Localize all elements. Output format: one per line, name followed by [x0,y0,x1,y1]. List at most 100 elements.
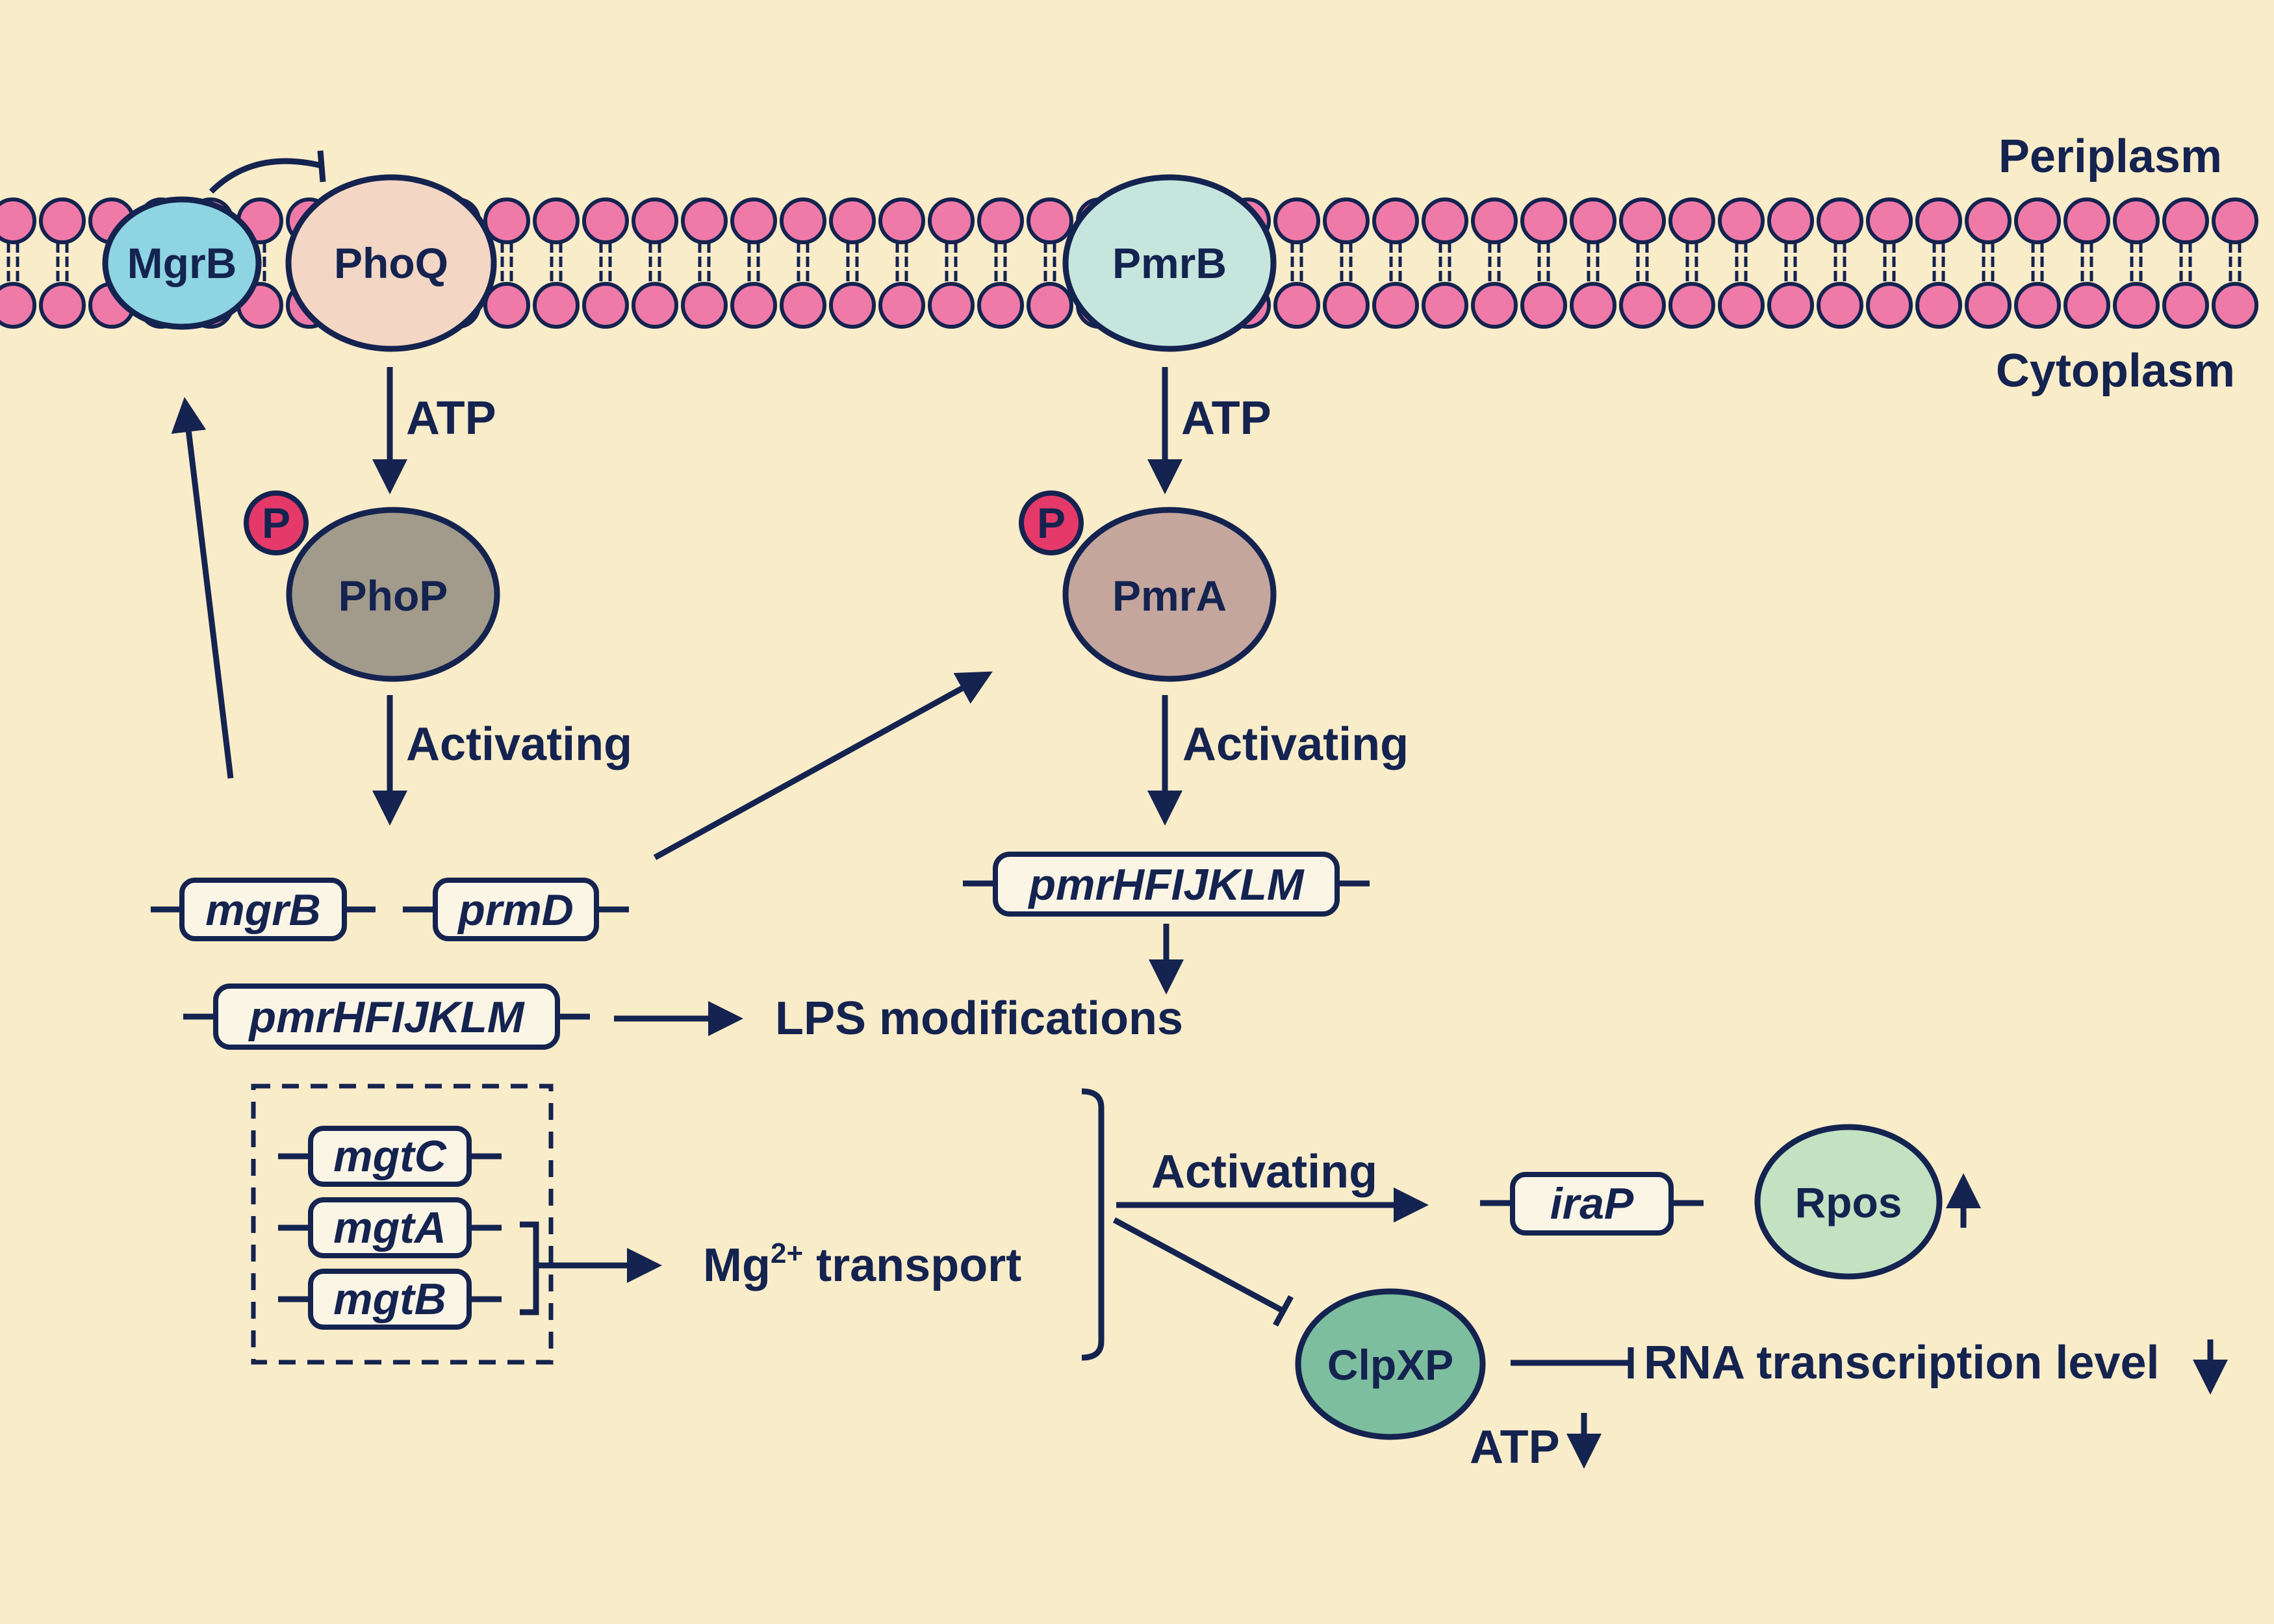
lipid-head [780,282,826,329]
clpxp-label: ClpXP [1327,1341,1453,1389]
lipid-head [681,197,728,244]
lipid-head [829,197,876,244]
lipid-head [1520,197,1567,244]
gene-mgtc: mgtC [278,1126,502,1187]
lipid-head [1570,282,1616,329]
lipid-head [1422,197,1468,244]
pmra-label: PmrA [1112,572,1227,620]
lipid-head [0,197,36,244]
lipid-head [1570,197,1616,244]
clpxp-protein: ClpXP [1295,1288,1486,1440]
lipid-head [878,282,925,329]
lipid-head [1520,282,1567,329]
lipid-head [1372,282,1419,329]
lipid-head [2113,282,2160,329]
lipid-head [928,282,975,329]
pmr-left-gene-label: pmrHFIJKLM [248,993,524,1042]
rna-transcription-label: RNA transcription level [1644,1337,2160,1389]
pmrb-protein: PmrB [1062,174,1277,352]
pmr-right-gene-label: pmrHFIJKLM [1027,860,1304,909]
lipid-head [928,197,975,244]
lipid-head [977,282,1024,329]
pmra-phosphate: P [1019,490,1084,555]
lipid-head [878,197,925,244]
lipid-head [2063,282,2110,329]
mg-transport-label: Mg2+ transport [703,1237,1021,1291]
lipid-head [39,197,86,244]
lipid-head [1619,282,1666,329]
lipid-head [1471,197,1518,244]
pmra-protein: PmrA [1062,507,1277,682]
clpxp-inhibition-line [1112,1217,1285,1313]
lipid-head [1965,197,2012,244]
gene-prmd: prmD [403,878,629,941]
lipid-head [1817,282,1863,329]
lipid-head [0,282,36,329]
lipid-head [681,282,728,329]
lipid-head [632,197,678,244]
lipid-head [2014,282,2061,329]
lipid-head [2212,197,2258,244]
lipid-head [1866,282,1913,329]
lipid-head [1866,197,1913,244]
lipid-head [1767,197,1814,244]
mgrb-gene-label: mgrB [205,885,321,935]
lipid-head [1027,197,1073,244]
lipid-head [582,197,629,244]
lipid-head [730,282,777,329]
lipid-head [1372,197,1419,244]
mgtc-gene-label: mgtC [333,1132,447,1181]
activating-bottom-label: Activating [1151,1146,1377,1198]
lipid-head [2113,197,2160,244]
phop-label: PhoP [339,572,448,620]
phoq-label: PhoQ [334,239,448,287]
lipid-head [483,282,530,329]
lipid-head [2162,197,2209,244]
lipid-head [1422,282,1468,329]
mgta-gene-label: mgtA [333,1203,446,1252]
lipid-head [1915,282,1962,329]
lipid-head [2014,197,2061,244]
periplasm-label: Periplasm [1999,131,2222,183]
lipid-head [1323,282,1370,329]
mgtb-gene-label: mgtB [333,1275,446,1324]
atp-right-label: ATP [1181,392,1271,444]
lipid-head [1619,197,1666,244]
gene-irap: iraP [1480,1172,1704,1236]
lipid-head [1718,282,1765,329]
lipid-head [483,197,530,244]
activating-left-label: Activating [406,718,632,770]
lipid-head [1718,197,1765,244]
mgrb-label: MgrB [127,239,237,287]
gene-mgrb: mgrB [151,878,376,941]
mgt-gene-cluster-box [251,1084,554,1365]
mgrb-inhibits-phoq-arc [209,158,323,194]
lipid-head [1273,197,1320,244]
lipid-head [1965,282,2012,329]
lipid-head [39,282,86,329]
rpos-protein: Rpos [1754,1124,1943,1280]
pmrb-label: PmrB [1112,239,1227,287]
lps-modifications-label: LPS modifications [775,993,1183,1045]
mgta-mgtb-bracket [520,1221,539,1315]
lipid-head [1027,282,1073,329]
lipid-head [1323,197,1370,244]
lipid-head [2063,197,2110,244]
lipid-head [1767,282,1814,329]
lipid-head [1668,197,1715,244]
lipid-head [730,197,777,244]
phop-protein: PhoP [286,507,500,682]
prmd-to-pmra-arrow [653,671,993,860]
lipid-head [1471,282,1518,329]
lipid-head [780,197,826,244]
lipid-head [2162,282,2209,329]
phospho-label-right: P [1037,499,1066,547]
mgrb-feedback-arrow [171,397,234,779]
irap-gene-label: iraP [1550,1179,1634,1228]
lipid-head [977,197,1024,244]
gene-mgtb: mgtB [278,1269,502,1330]
clpxp-inhibition-bar [1273,1295,1294,1327]
gene-mgta: mgtA [278,1197,502,1258]
activating-right-label: Activating [1182,718,1409,770]
